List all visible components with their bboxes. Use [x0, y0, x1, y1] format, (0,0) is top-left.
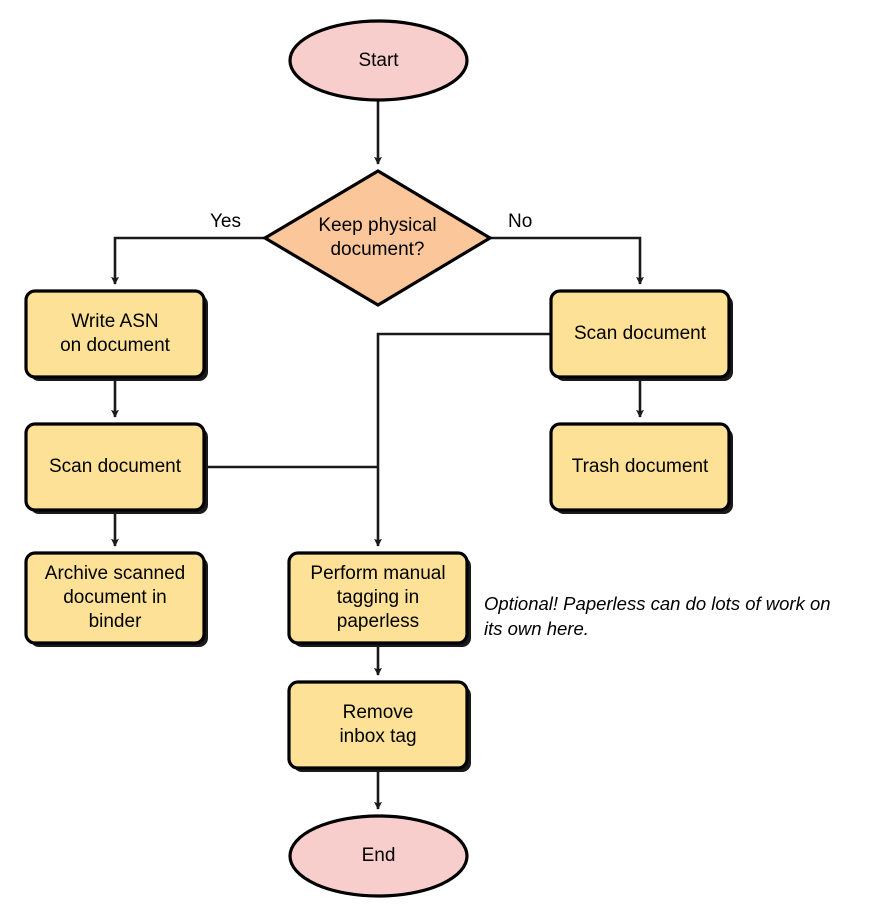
node-archive-scanned-document-shape — [24, 551, 206, 645]
edge-label-no: No — [508, 211, 533, 232]
node-start-shape — [288, 19, 469, 102]
node-write-asn-shape — [24, 289, 206, 379]
node-scan-document-right-shape — [549, 289, 731, 379]
node-end-shape — [288, 814, 469, 898]
optional-note-text: Optional! Paperless can do lots of work … — [484, 593, 831, 639]
node-trash-document-shape — [549, 422, 731, 512]
edge-label-yes: Yes — [210, 211, 241, 232]
edge-decision-yes-to-write-asn — [111, 236, 265, 285]
edge-decision-no-to-scan-right — [490, 236, 644, 285]
node-perform-manual-tagging-shape — [287, 551, 469, 645]
node-remove-inbox-tag-shape — [287, 680, 469, 770]
node-scan-document-left-shape — [24, 422, 206, 512]
edge-scan-right-to-tagging — [374, 332, 551, 547]
node-keep-physical-document-shape — [261, 169, 494, 307]
shape-layer — [24, 19, 731, 898]
connector-layer — [111, 100, 644, 810]
